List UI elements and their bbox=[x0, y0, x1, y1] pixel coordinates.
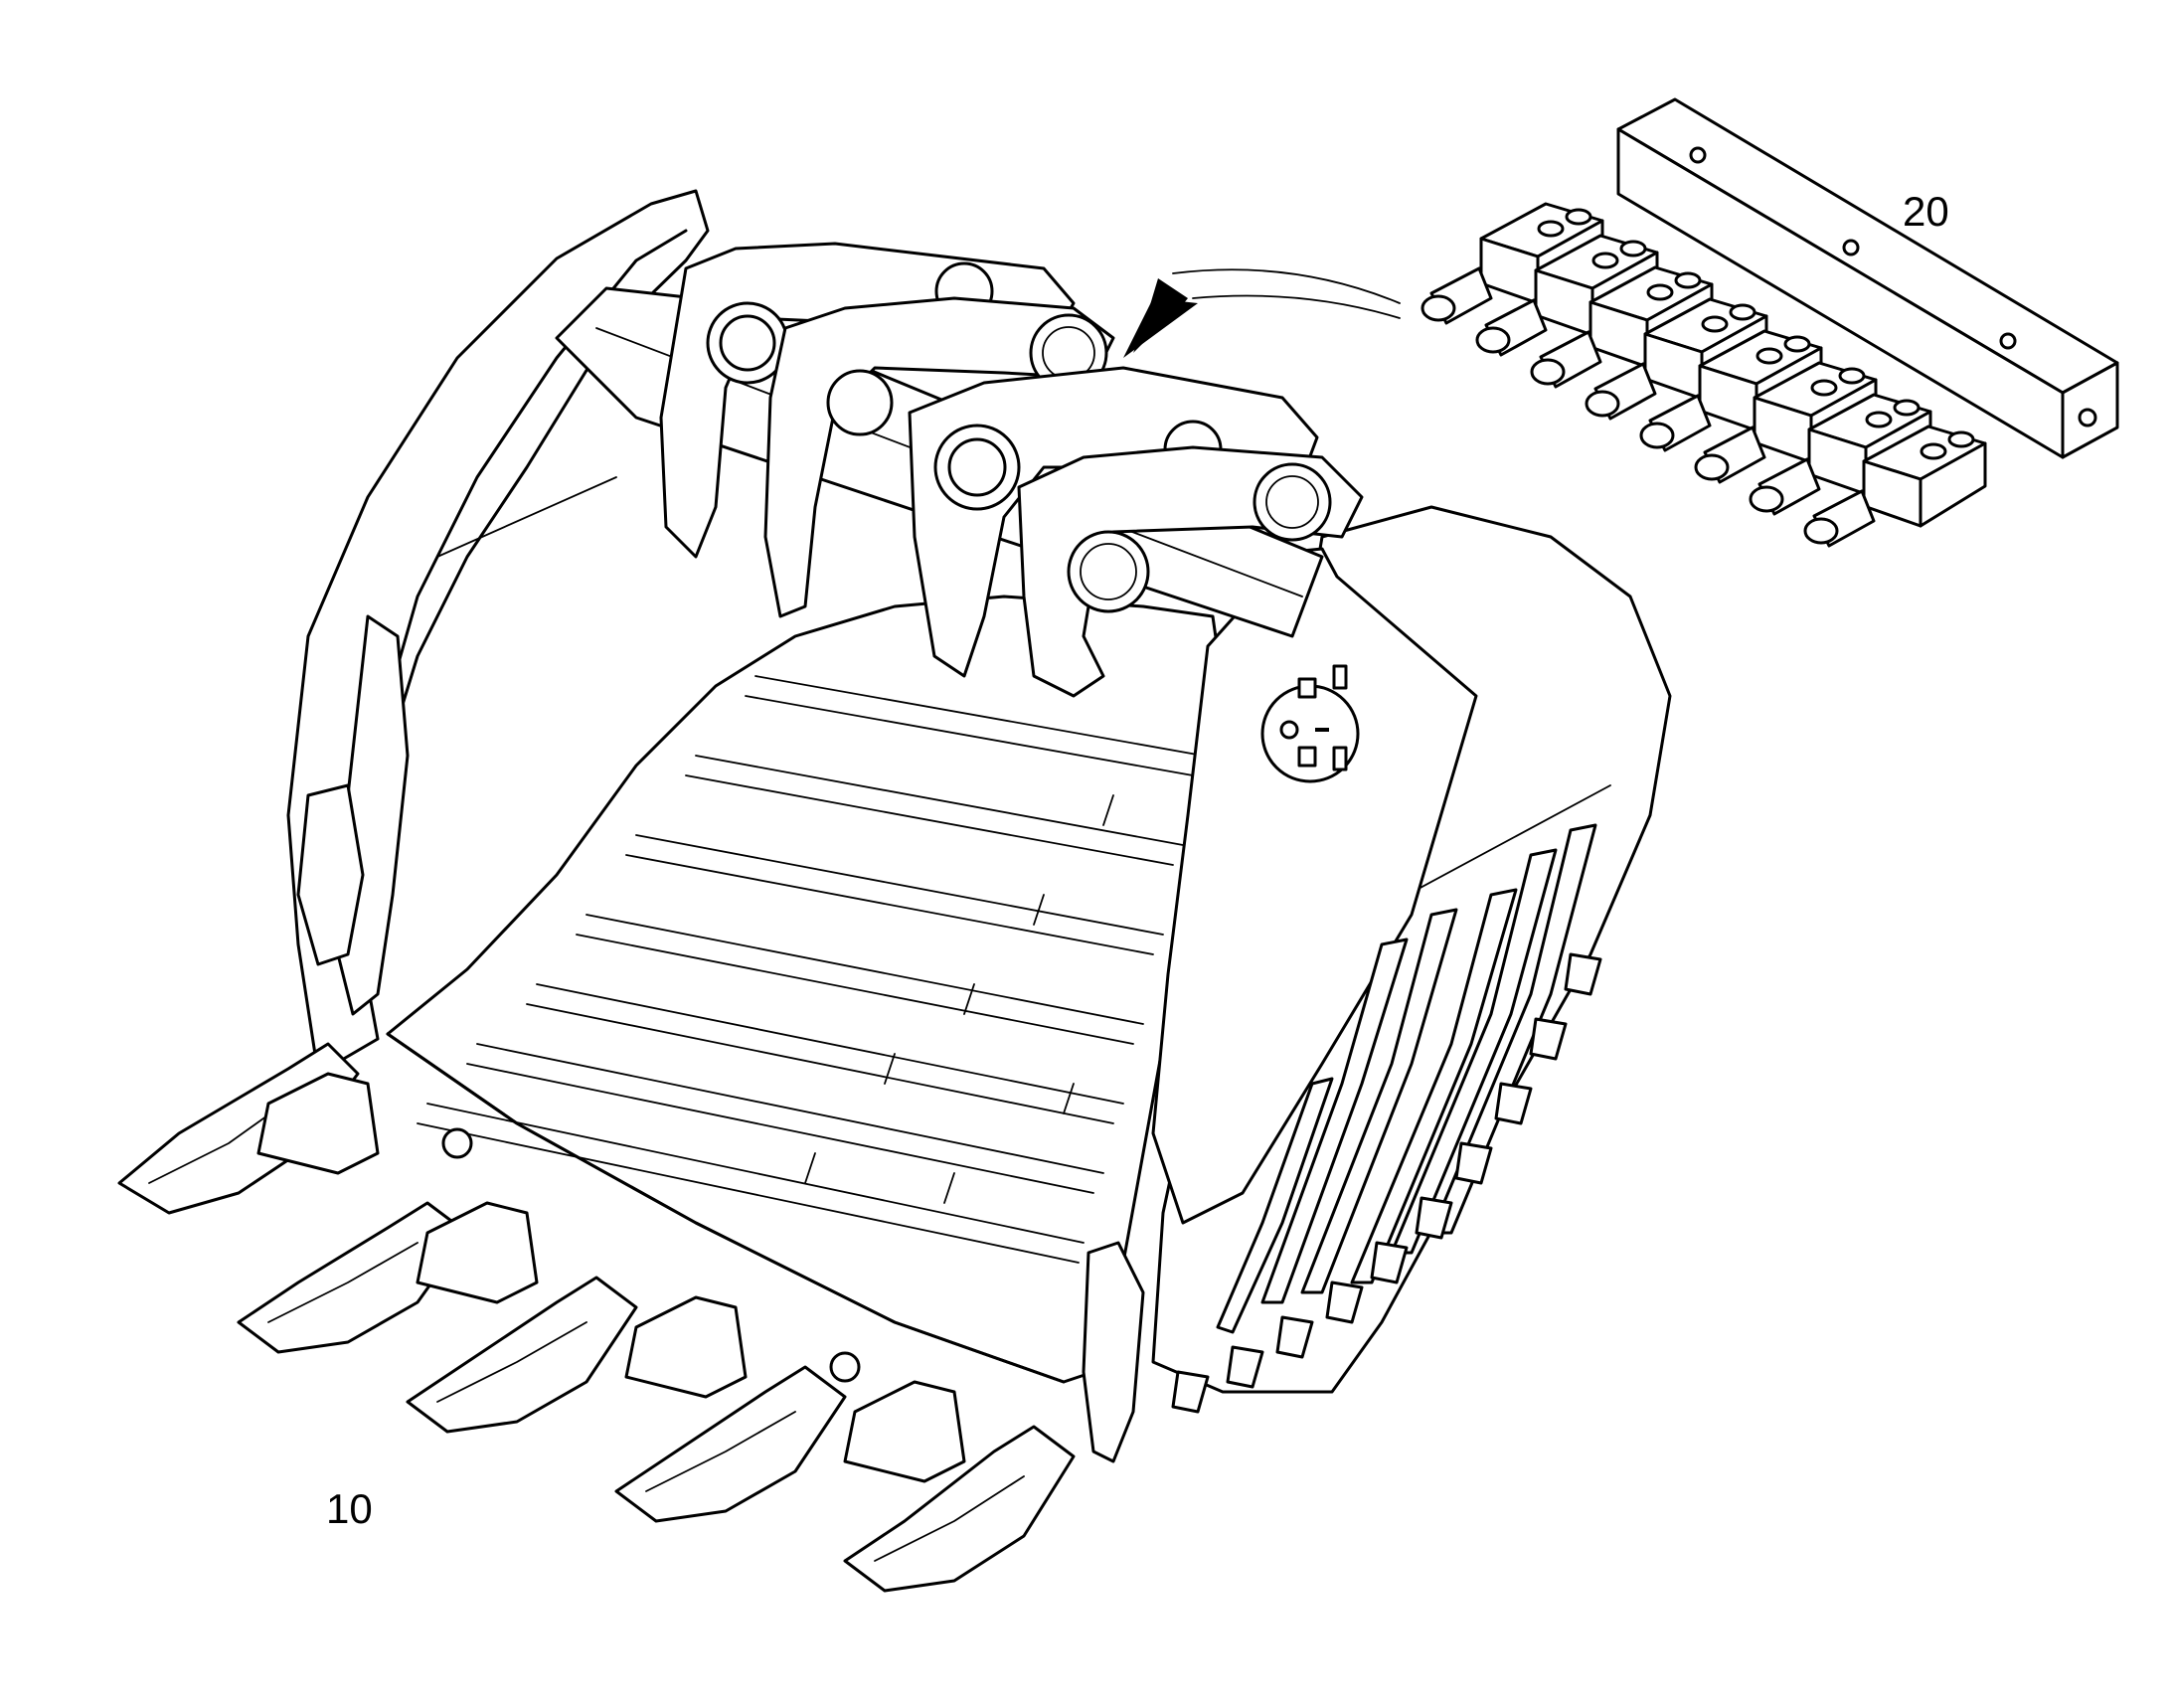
callout-label-20: 20 bbox=[1903, 188, 1949, 235]
distributor-sections bbox=[1479, 202, 1987, 528]
distributor-block-icon bbox=[1421, 97, 2119, 548]
lip-shrouds bbox=[256, 1072, 966, 1483]
right-gusset-plate bbox=[1151, 547, 1478, 1225]
lifting-eye-left bbox=[441, 1127, 473, 1159]
lifting-eye-right bbox=[829, 1351, 861, 1383]
left-side-cutter bbox=[296, 783, 365, 966]
side-wear-buttons bbox=[1171, 952, 1602, 1414]
side-wear-strips bbox=[1216, 823, 1597, 1334]
bucket-teeth bbox=[117, 1042, 1076, 1593]
excavator-bucket-icon bbox=[117, 189, 1672, 1593]
outlet-fittings bbox=[1421, 266, 1876, 548]
cutting-edge bbox=[386, 1032, 1066, 1384]
callout-label-10: 10 bbox=[326, 1485, 373, 1532]
right-side-shroud bbox=[1082, 1241, 1145, 1463]
location-arrow-icon bbox=[1123, 268, 1401, 358]
